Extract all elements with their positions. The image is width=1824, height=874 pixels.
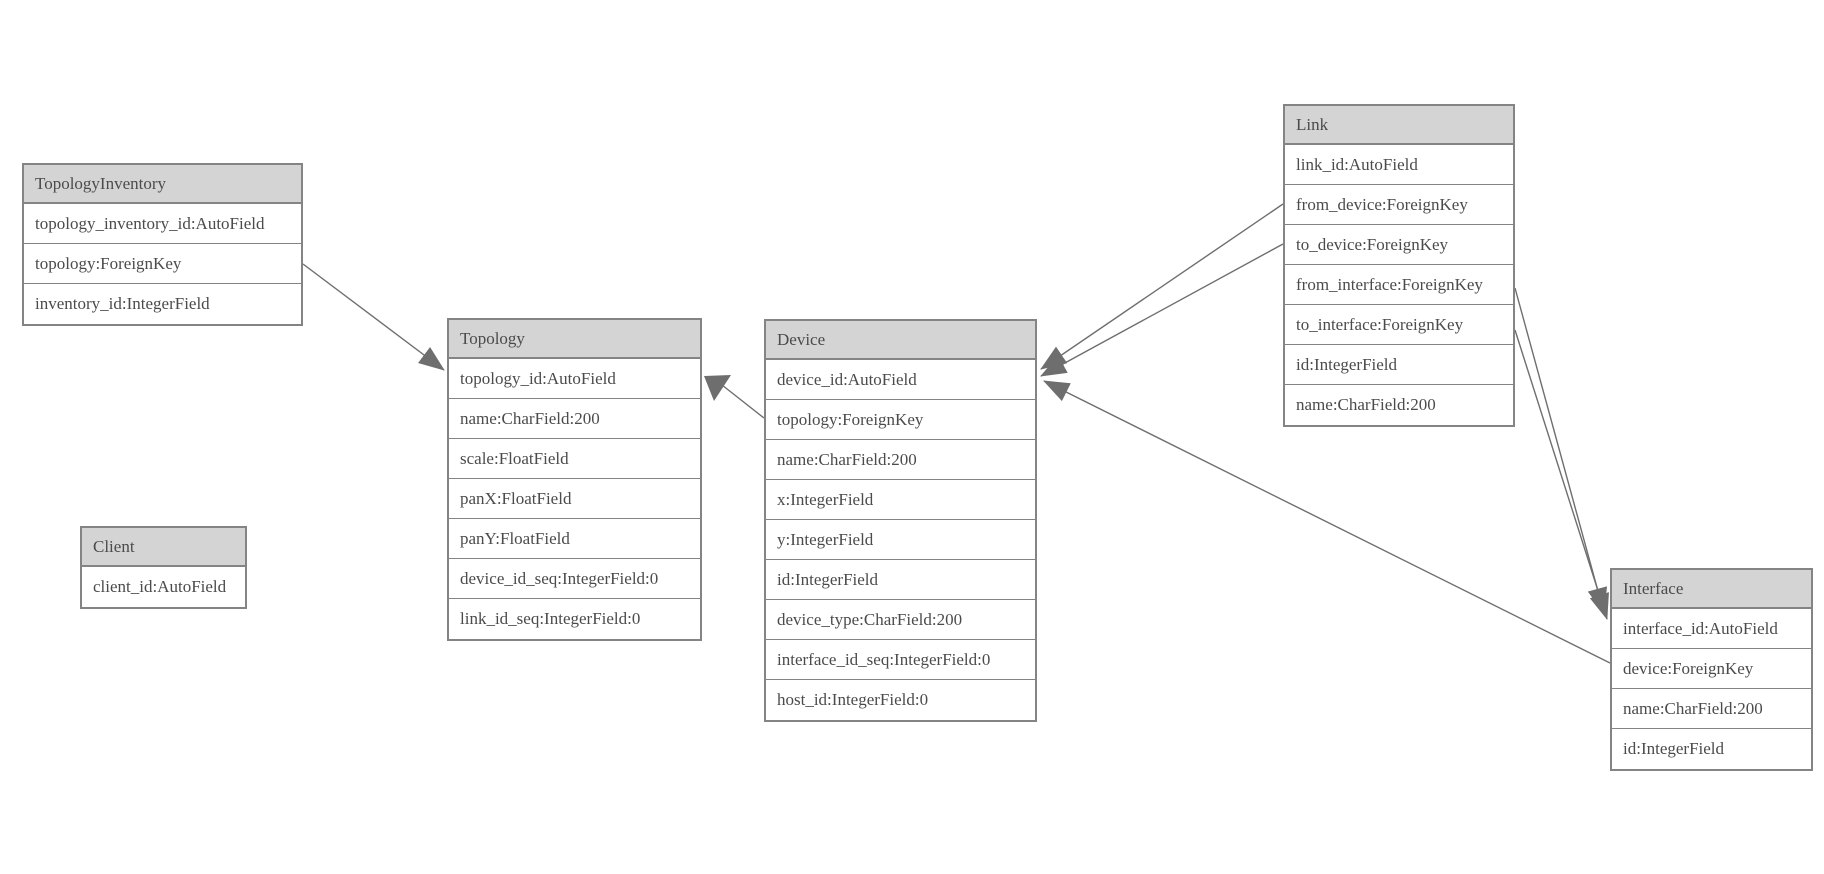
field-row: client_id:AutoField <box>93 577 227 596</box>
field-row: panX:FloatField <box>449 479 700 519</box>
field-row: x:IntegerField <box>766 480 1035 520</box>
field-row: device_id_seq:IntegerField:0 <box>449 559 700 599</box>
field-row: id:IntegerField <box>766 560 1035 600</box>
entity-client-header: Client <box>82 528 245 567</box>
field-row: y:IntegerField <box>766 520 1035 560</box>
entity-client: Client client_id:AutoField <box>80 526 247 609</box>
field-row: name:CharField:200 <box>449 399 700 439</box>
field-row: id:IntegerField <box>1623 739 1725 758</box>
field-row: device_id:AutoField <box>766 360 1035 400</box>
relationship-device-topology <box>704 375 765 419</box>
field-row: name:CharField:200 <box>1296 395 1436 414</box>
field-row: device:ForeignKey <box>1612 649 1811 689</box>
field-row: topology:ForeignKey <box>766 400 1035 440</box>
entity-client-fields: client_id:AutoField <box>82 567 245 607</box>
relationship-link-frominterface-interface <box>1514 287 1608 614</box>
field-row: to_interface:ForeignKey <box>1285 305 1513 345</box>
entity-topology-inventory: TopologyInventory topology_inventory_id:… <box>22 163 303 326</box>
field-row: scale:FloatField <box>449 439 700 479</box>
field-row: to_device:ForeignKey <box>1285 225 1513 265</box>
entity-device-header: Device <box>766 321 1035 360</box>
relationship-topologyinventory-topology <box>302 263 445 371</box>
field-row: interface_id:AutoField <box>1612 609 1811 649</box>
relationship-link-tointerface-interface <box>1514 329 1609 620</box>
field-row: name:CharField:200 <box>766 440 1035 480</box>
field-row: from_interface:ForeignKey <box>1285 265 1513 305</box>
field-row: panY:FloatField <box>449 519 700 559</box>
field-row: name:CharField:200 <box>1612 689 1811 729</box>
field-row: id:IntegerField <box>1285 345 1513 385</box>
entity-topology-header: Topology <box>449 320 700 359</box>
entity-interface-header: Interface <box>1612 570 1811 609</box>
field-row: link_id:AutoField <box>1285 145 1513 185</box>
relationship-link-fromdevice-device <box>1040 203 1284 370</box>
field-row: topology_id:AutoField <box>449 359 700 399</box>
field-row: host_id:IntegerField:0 <box>777 690 929 709</box>
field-row: link_id_seq:IntegerField:0 <box>460 609 641 628</box>
entity-link-header: Link <box>1285 106 1513 145</box>
field-row: inventory_id:IntegerField <box>35 294 210 313</box>
field-row: interface_id_seq:IntegerField:0 <box>766 640 1035 680</box>
field-row: device_type:CharField:200 <box>766 600 1035 640</box>
relationship-link-todevice-device <box>1040 243 1284 377</box>
entity-topology-inventory-header: TopologyInventory <box>24 165 301 204</box>
field-row: topology_inventory_id:AutoField <box>24 204 301 244</box>
relationship-interface-device <box>1043 380 1611 664</box>
field-row: from_device:ForeignKey <box>1285 185 1513 225</box>
field-row: topology:ForeignKey <box>24 244 301 284</box>
